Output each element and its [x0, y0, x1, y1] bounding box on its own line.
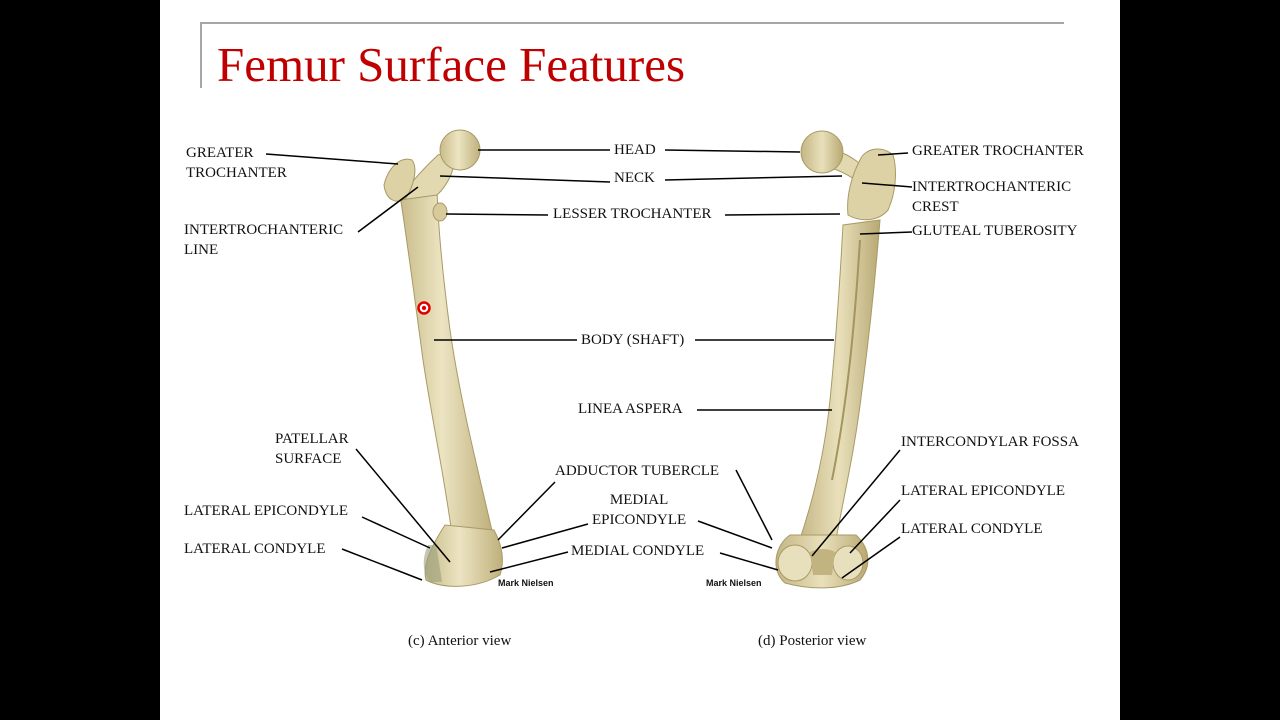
caption-posterior-view: (d) Posterior view: [758, 633, 867, 649]
label-intertrochanteric-line: INTERTROCHANTERIC LINE: [184, 220, 343, 260]
title-left-rule: [200, 22, 202, 88]
label-patellar-surface: PATELLAR SURFACE: [275, 429, 349, 469]
label-line: LINE: [184, 242, 219, 258]
label-lesser-trochanter: LESSER TROCHANTER: [553, 206, 712, 222]
leader-lines: [265, 149, 913, 581]
label-gluteal-tuberosity: GLUTEAL TUBEROSITY: [912, 223, 1078, 239]
title-top-rule: [200, 22, 1064, 24]
label-medial-epicondyle: MEDIAL EPICONDYLE: [592, 490, 686, 530]
photo-credit-anterior: Mark Nielsen: [498, 578, 554, 588]
label-intercondylar-fossa: INTERCONDYLAR FOSSA: [901, 434, 1079, 450]
label-adductor-tubercle: ADDUCTOR TUBERCLE: [555, 463, 720, 479]
label-line: TROCHANTER: [186, 165, 287, 181]
label-line: MEDIAL: [609, 492, 669, 508]
label-lateral-epicondyle-anterior: LATERAL EPICONDYLE: [184, 503, 349, 519]
posterior-femur: [775, 130, 896, 589]
label-neck: NECK: [614, 170, 655, 186]
slide: Femur Surface Features: [160, 0, 1120, 720]
label-lateral-condyle-posterior: LATERAL CONDYLE: [901, 521, 1043, 537]
photo-credit-posterior: Mark Nielsen: [706, 578, 762, 588]
label-body-shaft: BODY (SHAFT): [581, 332, 685, 348]
label-line: CREST: [912, 199, 959, 215]
label-line: GREATER: [186, 145, 254, 161]
anterior-femur: [383, 129, 503, 587]
caption-anterior-view: (c) Anterior view: [408, 633, 512, 649]
label-line: INTERTROCHANTERIC: [184, 222, 344, 238]
label-greater-trochanter-anterior: GREATER TROCHANTER: [186, 143, 287, 183]
label-head: HEAD: [614, 142, 656, 158]
label-medial-condyle: MEDIAL CONDYLE: [571, 543, 705, 559]
pointer-dot: [417, 301, 431, 315]
label-line: EPICONDYLE: [592, 512, 687, 528]
label-lateral-epicondyle-posterior: LATERAL EPICONDYLE: [901, 483, 1066, 499]
femur-diagram: [265, 129, 913, 589]
label-line: PATELLAR: [275, 431, 349, 447]
label-lateral-condyle-anterior: LATERAL CONDYLE: [184, 541, 326, 557]
slide-title: Femur Surface Features: [217, 37, 686, 92]
label-linea-aspera: LINEA ASPERA: [578, 401, 683, 417]
label-greater-trochanter-posterior: GREATER TROCHANTER: [912, 143, 1084, 159]
label-intertrochanteric-crest: INTERTROCHANTERIC CREST: [912, 177, 1071, 217]
label-line: INTERTROCHANTERIC: [912, 179, 1072, 195]
label-line: SURFACE: [275, 451, 342, 467]
